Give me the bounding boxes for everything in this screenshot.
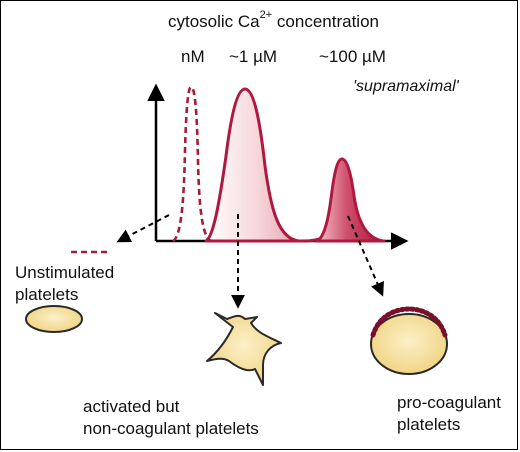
arrow-to-unstimulated — [116, 214, 170, 243]
unstimulated-platelets-label: Unstimulated platelets — [15, 263, 115, 304]
unit-nanomolar: nM — [181, 47, 205, 66]
procoagulant-platelets-label: pro-coagulant platelets — [397, 393, 501, 434]
unstimulated-platelet — [25, 305, 83, 333]
supramaximal-label: 'supramaximal' — [353, 78, 459, 95]
activated-platelets-label: activated but non-coagulant platelets — [83, 397, 259, 438]
procoagulant-surface-cap — [370, 306, 448, 338]
unit-micromolar: ~1 µM — [229, 47, 278, 66]
hundred-micromolar-peak — [315, 157, 386, 243]
diagram-title: cytosolic Ca2+ concentration — [168, 9, 379, 31]
unit-hundred-micromolar: ~100 µM — [319, 47, 386, 66]
procoagulant-platelet — [370, 313, 448, 375]
nanomolar-dashed-curve — [172, 85, 212, 243]
micromolar-peak — [204, 87, 301, 243]
activated-platelet — [206, 312, 282, 386]
